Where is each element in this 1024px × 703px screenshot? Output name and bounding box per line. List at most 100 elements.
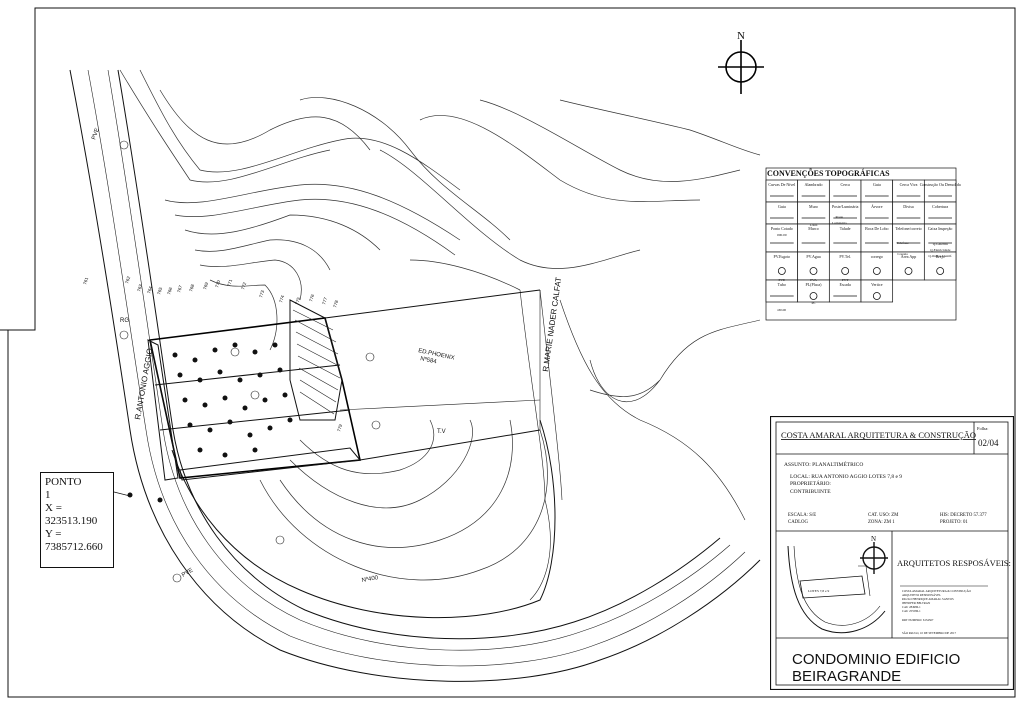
ponto-y-value: 7385712.660 [45, 541, 103, 553]
local: LOCAL: RUA ANTONIO AGGIO LOTES 7,8 e 9 [790, 474, 902, 480]
ponto-y-label: Y = [45, 528, 62, 540]
legend-cell [797, 251, 830, 281]
legend-cell-label: Árvore [871, 204, 883, 209]
contribuinte: CONTRIBUINTE [790, 489, 831, 495]
north-label: N [737, 30, 745, 42]
legend-cell-label: Brejo [936, 254, 945, 259]
contour-label: 779 [336, 423, 343, 432]
projeto: PROJETO: 01 [940, 520, 968, 525]
sheet-number: 02/04 [978, 438, 999, 448]
responsible-line: CAU 255586-1 [902, 609, 921, 613]
legend-cell-label: Caixa Inspeção [928, 226, 953, 231]
trees [119, 140, 381, 583]
responsible-line: COSTA AMARAL ARQUITETURA & CONSTRUÇÃO [902, 588, 972, 593]
legend-ponto-value: 000.00 [777, 233, 787, 237]
legend-caixa-sub2: Q.Eletricidade [930, 248, 951, 252]
rg-label: RG [120, 318, 129, 324]
ponto-x-value: 323513.190 [45, 515, 98, 527]
legend-cell [892, 251, 925, 281]
legend-cell [828, 251, 862, 281]
legend-cell-label: Guia [873, 182, 881, 187]
legend-cell-label: Guia [778, 204, 786, 209]
legend-cell [860, 251, 894, 281]
legend-cell [923, 251, 957, 281]
contour-label: 762 [124, 275, 131, 284]
legend-cell-label: Vertice [871, 282, 883, 287]
legend-cell-label: Boca De Lobo [865, 226, 888, 231]
legend-cell-label: Cerca [841, 182, 851, 187]
legend-cell-label: Muro [809, 204, 818, 209]
cadlog: CADLOG [788, 520, 809, 525]
ponto-label: PONTO [45, 476, 82, 488]
contour-label: 775 [294, 296, 301, 305]
assunto: ASSUNTO: PLANALTIMÉTRICO [784, 460, 863, 468]
legend-tubo-value: Ø0.00 [778, 308, 787, 312]
legend-cell [923, 223, 957, 253]
contour-label: 770 [214, 279, 221, 288]
ponto-coordinates-box: PONTO 1 X = 323513.190 Y = 7385712.660 [40, 472, 114, 568]
responsible-line: SÃO PAULO, 10 DE SETEMBRO DE 2017 [902, 630, 956, 636]
legend-cell-label: Tubo [778, 282, 786, 287]
legend-poste: Poste [836, 215, 844, 219]
legend-title: CONVENÇÕES TOPOGRÁFICAS [767, 168, 890, 178]
legend-cell [860, 223, 894, 253]
legend-cell-label: Cerca Viva [900, 182, 918, 187]
contour-label: 778 [332, 299, 339, 308]
legend-tel-sub1: Telefone [897, 241, 910, 245]
project-title-line2: BEIRAGRANDE [792, 668, 901, 685]
legend-cell-label: Construção Ou Demolida [920, 182, 961, 187]
legend: CONVENÇÕES TOPOGRÁFICAS Curvas De Nível A… [765, 167, 961, 321]
contour-label: 764 [146, 285, 153, 294]
contour-label: 766 [166, 286, 173, 295]
contour-label: 774 [278, 294, 285, 303]
zona: ZONA: ZM 1 [868, 520, 895, 525]
legend-pva: PVA [810, 278, 817, 282]
contour-label: 771 [226, 278, 233, 287]
cat-uso: CAT. USO: ZM [868, 513, 899, 518]
responsible-line: RRT NUMERO: 6134567 [902, 618, 934, 622]
ponto-x-label: X = [45, 502, 62, 514]
legend-pve: PVE [779, 278, 786, 282]
road-outline [69, 69, 761, 682]
pve-label-bottom: PVE [181, 568, 194, 579]
company-name: COSTA AMARAL ARQUITETURA & CONSTRUÇÃO [781, 430, 976, 440]
legend-cell-label: PV.Tel. [839, 254, 851, 259]
legend-pvt: PVT [842, 278, 849, 282]
legend-cell-label: Divisa [903, 204, 914, 209]
contour-label: 776 [308, 293, 315, 302]
folha-label: Folha: [977, 426, 989, 431]
legend-cell-label: Área App [901, 254, 916, 259]
legend-cell-label: Ponto Cotado [771, 226, 793, 231]
survey-points [127, 342, 293, 503]
legend-cell-label: Alambrado [805, 182, 823, 187]
legend-caixa-sub1: Q.Galerias [933, 242, 949, 246]
responsible-line: JHENIFER BELTRAN [902, 601, 931, 605]
legend-cell-label: Marco [808, 226, 818, 231]
responsible-line: ARQUITETO RESPONSÁVEL [902, 592, 941, 597]
contour-label: 763 [136, 283, 143, 292]
legend-cell-label: Curvas De Nível [768, 182, 796, 187]
pve-label-top: PVE [91, 127, 101, 140]
legend-marco-sub: Lotes [810, 223, 818, 227]
contour-label: 761 [82, 276, 89, 285]
legend-cell [828, 223, 862, 253]
ponto-number: 1 [45, 489, 51, 501]
legend-cell-label: PV.Esgoto [773, 254, 790, 259]
contour-label: 769 [202, 281, 209, 290]
legend-pl: PL [811, 301, 815, 305]
legend-cell-label: Escada [840, 282, 852, 287]
contour-label: 772 [240, 281, 247, 290]
legend-cell-label: Cobertura [932, 204, 948, 209]
mini-lotes-label: LOTES 7,8 e 9 [808, 589, 829, 594]
legend-cell-label: PV.Agua [806, 254, 820, 259]
escala: ESCALA: S/E [788, 513, 816, 518]
his: HIS: DECRETO 57.377 [940, 513, 987, 518]
legend-cell-label: Poste/Luminária [832, 204, 859, 209]
structure-hatch [147, 299, 361, 481]
legend-tel-sub2: Correio [897, 252, 908, 256]
legend-cell-label: Talude [840, 226, 851, 231]
mini-location-map: LOTES 7,8 e 9 N [787, 535, 888, 634]
